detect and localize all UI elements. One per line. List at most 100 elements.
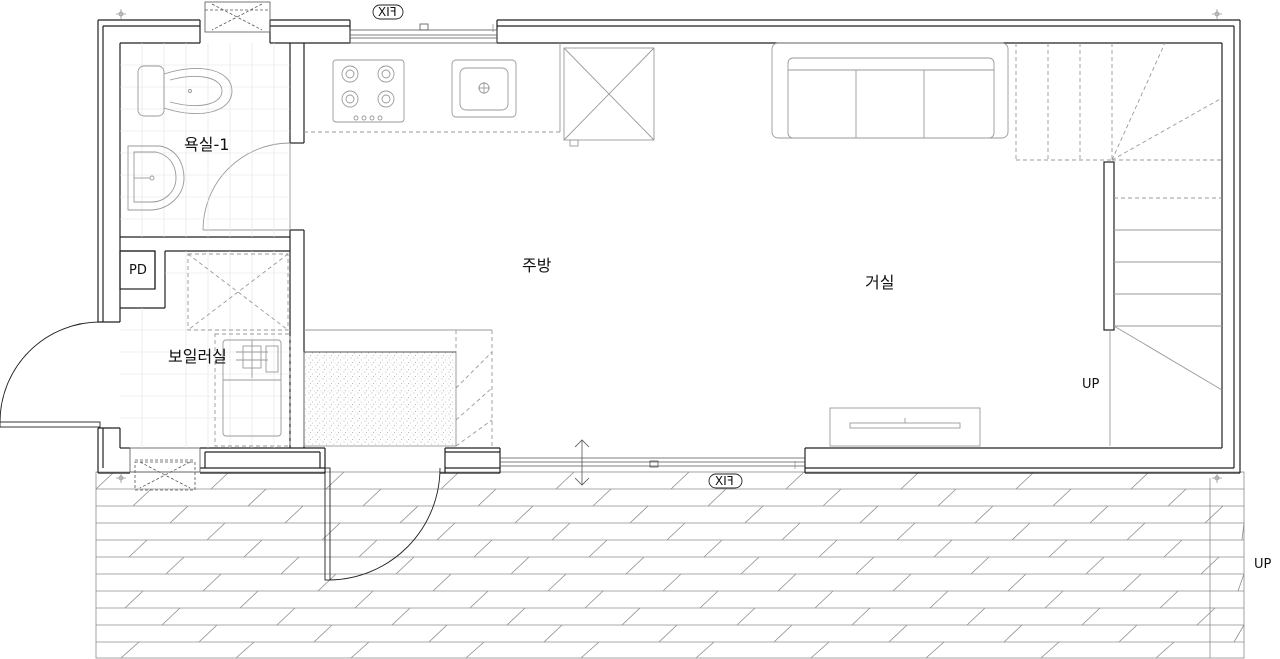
deck-board-joint xyxy=(280,556,300,575)
deck-board-joint xyxy=(1237,573,1245,592)
deck-board-joint xyxy=(317,573,337,592)
deck-board-joint xyxy=(1011,522,1031,541)
deck-board-joint xyxy=(1233,624,1245,643)
deck-board-joint xyxy=(1052,488,1072,507)
deck-board-joint xyxy=(440,471,460,490)
deck-board-joint xyxy=(933,539,953,558)
kitchen-fixtures xyxy=(303,43,655,447)
deck-board-joint xyxy=(814,590,834,609)
deck-board-joint xyxy=(929,590,949,609)
deck-board-joint xyxy=(206,522,226,541)
deck-board-joint xyxy=(161,607,181,626)
room-label-pd: PD xyxy=(129,263,147,278)
deck-board-joint xyxy=(202,573,222,592)
deck-board-joint xyxy=(477,488,497,507)
deck-board-joint xyxy=(1007,573,1027,592)
deck-board-joint xyxy=(350,641,370,659)
deck-board-joint xyxy=(855,556,875,575)
deck-board-joint xyxy=(276,607,296,626)
deck-board-joint xyxy=(506,607,526,626)
deck-board-joint xyxy=(1040,641,1060,659)
deck-board-joint xyxy=(580,641,600,659)
deck-board-joint xyxy=(666,522,686,541)
deck-board-joint xyxy=(436,522,456,541)
deck-board-joint xyxy=(896,522,916,541)
deck-board-joint xyxy=(925,641,945,659)
deck-board-joint xyxy=(128,539,148,558)
deck-board-joint xyxy=(395,556,415,575)
deck-board-joint xyxy=(469,590,489,609)
bathroom-fixtures xyxy=(120,43,290,237)
deck-board-joint xyxy=(1089,505,1109,524)
deck-board-joint xyxy=(937,488,957,507)
deck-board-joint xyxy=(198,624,218,643)
deck-board-joint xyxy=(428,624,448,643)
deck-board-joint xyxy=(1003,624,1023,643)
deck-up-label: UP xyxy=(1254,557,1272,572)
room-label-kitchen: 주방 xyxy=(522,256,552,275)
deck-board-joint xyxy=(777,573,797,592)
deck-board-joint xyxy=(432,573,452,592)
deck-board-joint xyxy=(707,488,727,507)
deck-board-joint xyxy=(851,607,871,626)
deck-board-joint xyxy=(325,471,345,490)
deck-board-joint xyxy=(658,624,678,643)
deck-board-joint xyxy=(391,607,411,626)
deck-board-joint xyxy=(243,539,263,558)
deck-board-joint xyxy=(1196,607,1216,626)
deck-board-joint xyxy=(900,471,920,490)
deck-board-joint xyxy=(736,607,756,626)
deck-board-joint xyxy=(740,556,760,575)
deck-board-joint xyxy=(358,539,378,558)
deck-board-joint xyxy=(859,505,879,524)
deck-board-joint xyxy=(1122,573,1142,592)
deck-board-joint xyxy=(785,471,805,490)
deck-board-joint xyxy=(210,471,230,490)
deck-board-joint xyxy=(1241,522,1245,541)
deck-board-joint xyxy=(1015,471,1035,490)
deck-board-joint xyxy=(1204,505,1224,524)
deck-board-joint xyxy=(551,522,571,541)
deck-board-joint xyxy=(888,624,908,643)
deck-board-joint xyxy=(966,607,986,626)
deck-board-joint xyxy=(695,641,715,659)
deck-board-joint xyxy=(1155,641,1175,659)
fix-label-bottom: FIX xyxy=(715,474,734,488)
deck-board-joint xyxy=(781,522,801,541)
deck-board-joint xyxy=(239,590,259,609)
deck-board-joint xyxy=(399,505,419,524)
deck-board-joint xyxy=(284,505,304,524)
exterior-walls xyxy=(97,19,1241,474)
stair-up-label: UP xyxy=(1082,377,1100,392)
deck-board-joint xyxy=(1167,488,1187,507)
fix-label-top: FIX xyxy=(378,5,397,19)
deck-board-joint xyxy=(543,624,563,643)
deck-board-joint xyxy=(132,488,152,507)
deck-board-joint xyxy=(1085,556,1105,575)
deck-board-joint xyxy=(621,607,641,626)
deck-board-joint xyxy=(514,505,534,524)
deck-board-joint xyxy=(120,641,140,659)
grid-markers xyxy=(116,9,1222,483)
deck-board-joint xyxy=(313,624,333,643)
deck xyxy=(95,471,1245,659)
deck-board-joint xyxy=(354,590,374,609)
deck-board-joint xyxy=(1044,590,1064,609)
deck-board-joint xyxy=(1126,522,1146,541)
deck-board-joint xyxy=(1048,539,1068,558)
deck-board-joint xyxy=(1159,590,1179,609)
deck-board-joint xyxy=(974,505,994,524)
deck-board-joint xyxy=(588,539,608,558)
deck-board-joint xyxy=(362,488,382,507)
windows xyxy=(129,1,805,491)
boiler-fixtures xyxy=(120,251,291,448)
deck-board-joint xyxy=(465,641,485,659)
deck-board-joint xyxy=(235,641,255,659)
interior-walls xyxy=(119,43,1115,448)
deck-board-joint xyxy=(510,556,530,575)
deck-board-joint xyxy=(810,641,830,659)
deck-board-joint xyxy=(247,488,267,507)
deck-board-joint xyxy=(892,573,912,592)
deck-board-joint xyxy=(547,573,567,592)
